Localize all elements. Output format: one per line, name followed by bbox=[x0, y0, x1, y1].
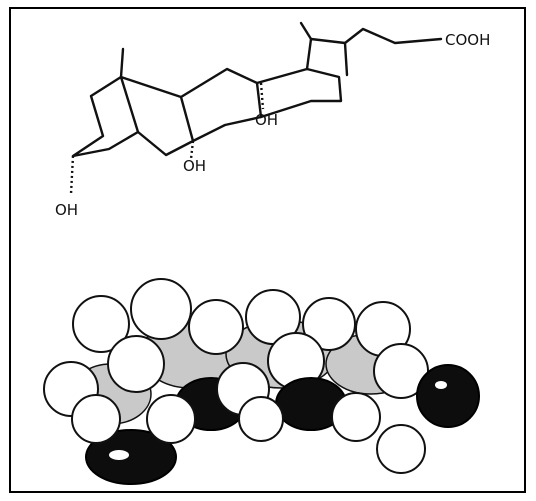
space-filling-model bbox=[43, 278, 480, 485]
oxygen-highlight bbox=[109, 450, 129, 460]
hydrogen-atom bbox=[373, 343, 429, 399]
ring-d bbox=[255, 67, 343, 119]
oxygen-highlight bbox=[435, 381, 447, 389]
hydrogen-atom bbox=[331, 392, 381, 442]
hydrogen-atom bbox=[188, 299, 244, 355]
hashed-bond-12 bbox=[259, 82, 265, 110]
angular-methyl bbox=[119, 47, 125, 79]
hydrogen-atom bbox=[107, 335, 165, 393]
oxygen-atom-3 bbox=[85, 429, 177, 485]
side-chain bbox=[305, 27, 443, 71]
oxygen-atom-carboxyl bbox=[416, 364, 480, 428]
hydrogen-atom bbox=[72, 295, 130, 353]
ring-c bbox=[179, 67, 263, 143]
carboxyl-label: COOH bbox=[445, 31, 490, 49]
hashed-bond-3 bbox=[69, 155, 75, 195]
methyl-c20 bbox=[343, 41, 349, 77]
figure-frame: COOH OH OH OH bbox=[9, 7, 526, 493]
hydrogen-atom bbox=[238, 396, 284, 442]
oh-label-3: OH bbox=[55, 201, 78, 219]
ring-a bbox=[71, 75, 140, 158]
hydrogen-atom bbox=[376, 424, 426, 474]
hydrogen-atom bbox=[302, 297, 356, 351]
hydrogen-atom bbox=[130, 278, 192, 340]
methyl-c17 bbox=[299, 21, 313, 41]
structural-formula: COOH OH OH OH bbox=[55, 21, 490, 219]
bile-acid-figure: COOH OH OH OH bbox=[43, 21, 490, 485]
oh-label-12: OH bbox=[255, 111, 278, 129]
oh-label-7: OH bbox=[183, 157, 206, 175]
hashed-bond-7 bbox=[189, 140, 195, 160]
hydrogen-atom bbox=[146, 394, 196, 444]
hydrogen-atom bbox=[71, 394, 121, 444]
